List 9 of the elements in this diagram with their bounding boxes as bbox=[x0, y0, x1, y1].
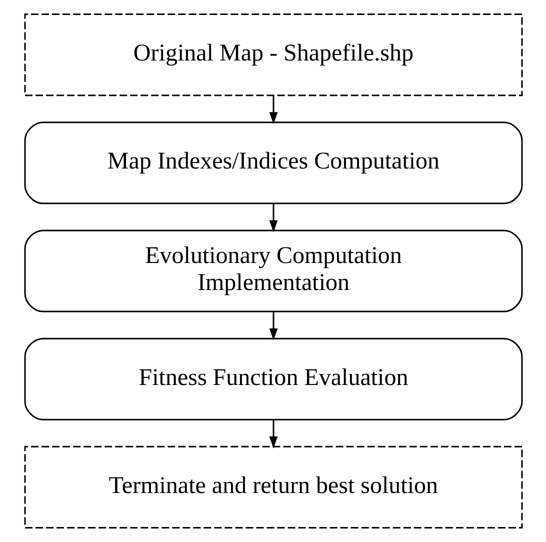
node-box: Terminate and return best solution bbox=[24, 446, 522, 528]
node-box: Map Indexes/Indices Computation bbox=[24, 122, 522, 204]
arrow bbox=[268, 312, 278, 340]
node-box: Evolutionary Computation Implementation bbox=[24, 230, 522, 312]
arrow bbox=[268, 420, 278, 448]
arrow bbox=[268, 204, 278, 232]
node-box: Original Map - Shapefile.shp bbox=[24, 14, 522, 96]
node-box: Fitness Function Evaluation bbox=[24, 338, 522, 420]
arrow bbox=[268, 95, 278, 124]
